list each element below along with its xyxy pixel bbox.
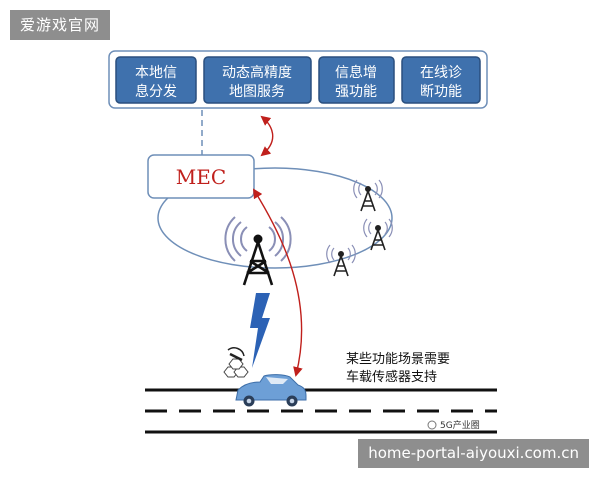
vehicle-mec-arrow bbox=[252, 188, 303, 377]
service-box-info-enhance[interactable]: 信息增 强功能 bbox=[318, 56, 395, 104]
watermark-text: 5G产业圈 bbox=[440, 419, 480, 431]
service-box-hd-map[interactable]: 动态高精度 地图服务 bbox=[203, 56, 312, 104]
annotation-line: 某些功能场景需要 bbox=[346, 352, 450, 367]
service-label-line: 强功能 bbox=[335, 84, 377, 100]
small-tower-icon bbox=[353, 179, 383, 212]
road bbox=[145, 388, 497, 434]
service-box-local-distribution[interactable]: 本地信 息分发 bbox=[115, 56, 197, 104]
service-label-line: 在线诊 bbox=[420, 65, 462, 81]
service-label-line: 动态高精度 bbox=[222, 64, 292, 81]
mec-label: MEC bbox=[176, 165, 226, 189]
site-url-badge[interactable]: home-portal-aiyouxi.com.cn bbox=[358, 439, 589, 468]
annotation-line: 车载传感器支持 bbox=[346, 369, 437, 385]
wechat-watermark: 5G产业圈 bbox=[427, 419, 480, 431]
service-label-line: 地图服务 bbox=[229, 84, 285, 100]
site-name-badge: 爱游戏官网 bbox=[10, 10, 111, 40]
service-label-line: 本地信 bbox=[135, 65, 177, 81]
service-label-line: 信息增 bbox=[335, 64, 377, 81]
small-tower-icon bbox=[363, 218, 393, 251]
mec-node[interactable]: MEC bbox=[147, 154, 255, 199]
small-tower-icon bbox=[326, 244, 356, 277]
mec-map-service-arrow bbox=[260, 115, 274, 157]
lidar-sensor-icon bbox=[223, 347, 249, 378]
base-station-tower-icon bbox=[224, 216, 292, 286]
connected-car-icon bbox=[235, 374, 307, 407]
service-label-line: 息分发 bbox=[135, 83, 177, 100]
wireless-link-lightning-icon bbox=[250, 293, 270, 368]
service-label-line: 断功能 bbox=[420, 84, 462, 100]
service-box-online-diagnosis[interactable]: 在线诊 断功能 bbox=[401, 56, 481, 104]
